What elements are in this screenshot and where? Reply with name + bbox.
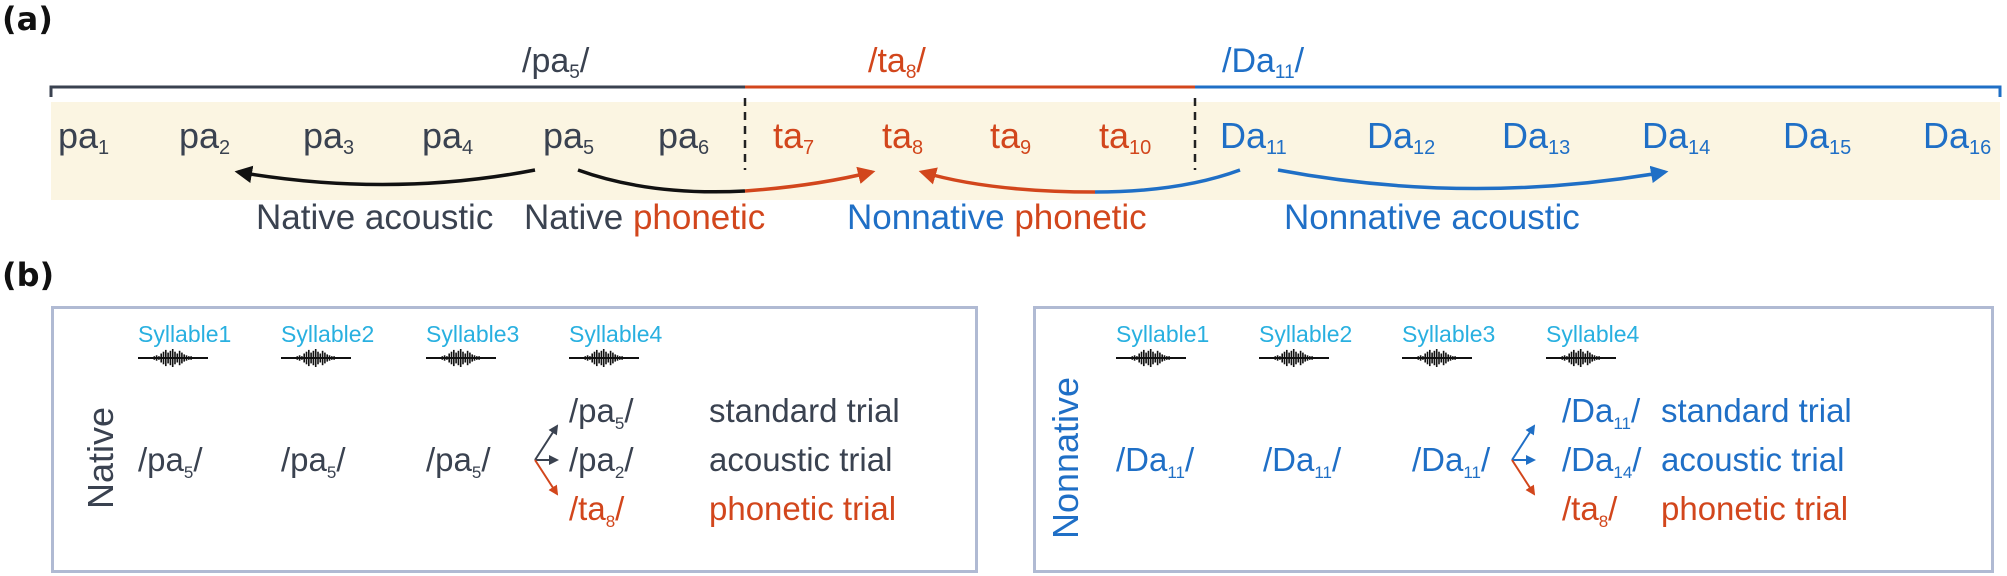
syllable-header: Syllable3 <box>1402 321 1496 347</box>
context-syllable: /pa5/ <box>281 441 346 482</box>
nonnative-acoustic-arrow <box>1277 165 1669 191</box>
arrow-caption: Native acoustic <box>256 200 493 235</box>
context-syllable: /pa5/ <box>138 441 203 482</box>
continuum-token: pa4 <box>422 115 474 159</box>
category-label: /ta8/ <box>868 42 926 83</box>
target-syllable: /ta8/ <box>1562 490 1618 531</box>
trial-label: phonetic trial <box>709 490 897 527</box>
native-box <box>51 306 978 573</box>
context-syllable: /Da11/ <box>1412 441 1491 482</box>
continuum-token: ta8 <box>882 115 924 159</box>
continuum-token: Da12 <box>1367 115 1436 159</box>
continuum-token: ta7 <box>773 115 815 159</box>
continuum-token: pa2 <box>179 115 231 159</box>
nonnative-phonetic-arrowhead <box>918 167 1096 194</box>
caption-part: Native acoustic <box>256 198 494 237</box>
syllable-header: Syllable1 <box>138 321 232 347</box>
category-label: /pa5/ <box>522 42 590 83</box>
continuum-token: ta9 <box>990 115 1032 159</box>
caption-part: Nonnative acoustic <box>1284 198 1580 237</box>
syllable-header: Syllable4 <box>1546 321 1640 347</box>
syllable-header: Syllable2 <box>281 321 375 347</box>
syllable-header: Syllable2 <box>1259 321 1353 347</box>
syllable-header: Syllable1 <box>1116 321 1210 347</box>
trial-branch-arrow <box>1511 424 1536 461</box>
target-syllable: /pa5/ <box>569 392 634 433</box>
continuum-token: pa3 <box>303 115 355 159</box>
target-syllable: /Da11/ <box>1562 392 1641 433</box>
group-label: Native <box>80 406 122 510</box>
panel-b-label: (b) <box>2 256 55 294</box>
context-syllable: /Da11/ <box>1263 441 1342 482</box>
category-bracket <box>1195 85 2002 97</box>
continuum-token: pa5 <box>543 115 595 159</box>
caption-part: Nonnative <box>847 198 1015 237</box>
context-syllable: /Da11/ <box>1116 441 1195 482</box>
arrow-caption: Nonnative phonetic <box>847 200 1147 235</box>
nonnative-phonetic-arrow <box>1094 168 1241 194</box>
caption-part: phonetic <box>1014 198 1147 237</box>
trial-label: acoustic trial <box>709 441 893 478</box>
continuum-token: Da16 <box>1923 115 1992 159</box>
target-syllable: /pa2/ <box>569 441 634 482</box>
native-acoustic-arrow <box>234 165 536 187</box>
continuum-token: Da11 <box>1220 115 1287 159</box>
continuum-token: ta10 <box>1099 115 1152 159</box>
trial-label: standard trial <box>709 392 900 429</box>
arrow-caption: Native phonetic <box>524 200 765 235</box>
trial-label: phonetic trial <box>1661 490 1849 527</box>
trial-label: standard trial <box>1661 392 1852 429</box>
trial-label: acoustic trial <box>1661 441 1845 478</box>
target-syllable: /ta8/ <box>569 490 625 531</box>
caption-part: Native <box>524 198 633 237</box>
syllable-header: Syllable3 <box>426 321 520 347</box>
continuum-token: pa6 <box>658 115 710 159</box>
group-label: Nonnative <box>1045 376 1087 540</box>
native-phonetic-arrow <box>577 168 746 194</box>
continuum-token: Da13 <box>1502 115 1571 159</box>
native-phonetic-arrowhead <box>744 166 876 193</box>
context-syllable: /pa5/ <box>426 441 491 482</box>
target-syllable: /Da14/ <box>1562 441 1642 482</box>
trial-branch-arrow <box>1511 459 1536 496</box>
caption-part: phonetic <box>632 198 766 237</box>
category-bracket <box>49 85 745 97</box>
continuum-token: Da14 <box>1642 115 1711 159</box>
nonnative-box <box>1033 306 1994 573</box>
category-label: /Da11/ <box>1222 42 1305 83</box>
syllable-header: Syllable4 <box>569 321 663 347</box>
arrow-caption: Nonnative acoustic <box>1284 200 1580 235</box>
panel-a-label: (a) <box>2 0 53 38</box>
trial-branch-arrow <box>534 459 559 496</box>
trial-branch-arrow <box>534 424 559 461</box>
continuum-token: pa1 <box>58 115 110 159</box>
continuum-token: Da15 <box>1783 115 1852 159</box>
